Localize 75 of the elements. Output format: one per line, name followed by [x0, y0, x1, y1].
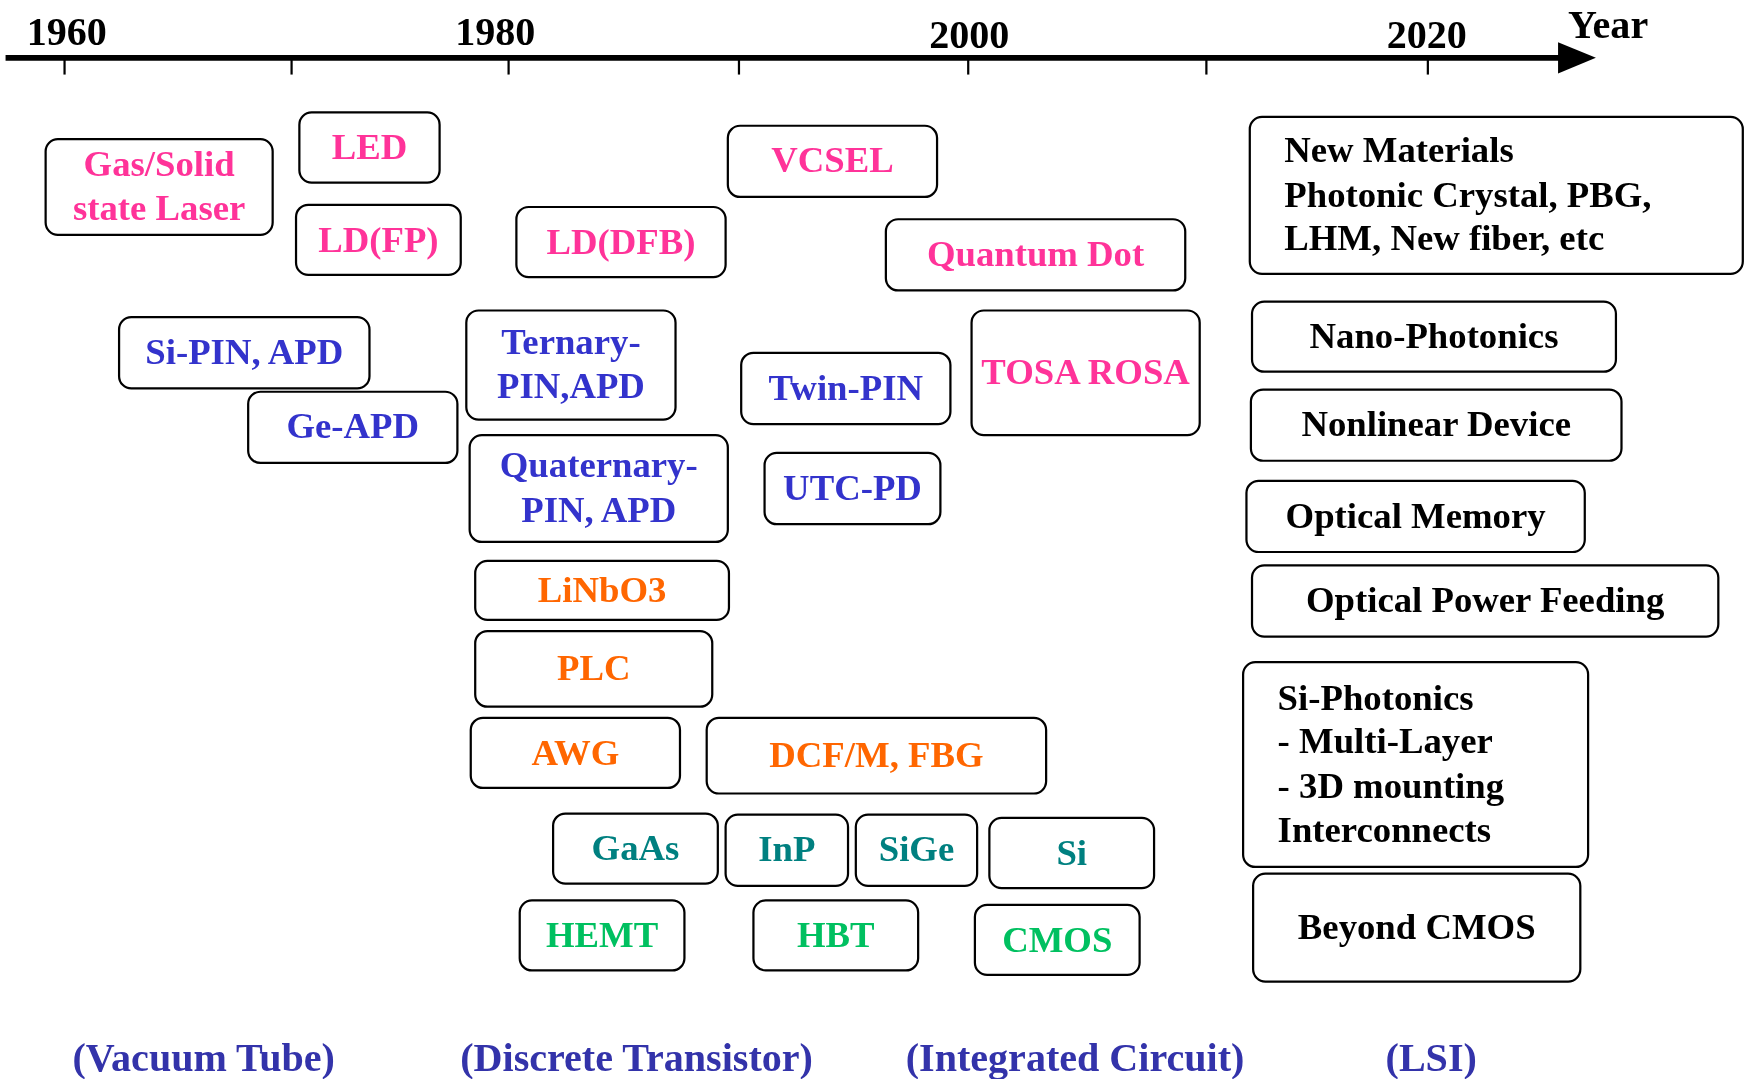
technology-box: [740, 351, 952, 426]
box-text: VCSEL: [771, 139, 894, 183]
technology-box: [763, 451, 942, 526]
technology-box: [1250, 564, 1720, 638]
box-text: Si: [1056, 831, 1088, 875]
box-text: SiGe: [878, 828, 955, 872]
technology-box: [973, 903, 1141, 976]
technology-box: [726, 124, 939, 199]
technology-box: [298, 111, 441, 184]
box-text: HEMT: [545, 913, 659, 957]
box-text: LD(DFB): [546, 220, 696, 264]
box-text: Photonic Crystal, PBG, LHM, New fiber, etc: [1284, 173, 1653, 261]
box-text: Optical Power Feeding: [1305, 579, 1665, 623]
box-text: LED: [331, 125, 408, 169]
box-text: Si-PIN, APD: [145, 330, 344, 374]
box-text: GaAs: [591, 826, 680, 870]
box-heading: New Materials: [1284, 129, 1514, 173]
era-label: (Vacuum Tube): [72, 1037, 335, 1078]
box-text: Ternary-PIN,APD: [495, 321, 646, 409]
box-text: - 3D mounting: [1277, 764, 1505, 808]
technology-box: [552, 812, 719, 885]
year-label: 1980: [455, 11, 536, 52]
box-text: Gas/Solid state Laser: [71, 143, 247, 231]
technology-box: [1250, 300, 1618, 373]
technology-box: [752, 899, 920, 972]
technology-box: [469, 716, 682, 790]
technology-box: [854, 813, 979, 887]
year-label: 2020: [1386, 14, 1467, 55]
technology-box: [1252, 872, 1582, 983]
box-text: InP: [758, 828, 816, 872]
technology-box: [705, 716, 1048, 795]
box-text: Quaternary-PIN, APD: [498, 444, 699, 532]
box-text: - Multi-Layer: [1277, 720, 1493, 764]
box-text: HBT: [797, 913, 875, 957]
box-text: Beyond CMOS: [1297, 905, 1536, 949]
box-text: DCF/M, FBG: [769, 733, 984, 777]
axis-title: Year: [1568, 4, 1649, 45]
technology-box: [44, 138, 274, 236]
technology-box: [294, 203, 462, 276]
box-text: Si-Photonics: [1277, 676, 1474, 720]
technology-box: [117, 316, 371, 390]
era-label: (Integrated Circuit): [905, 1037, 1245, 1078]
era-label: (Discrete Transistor): [460, 1037, 813, 1078]
box-text: LD(FP): [318, 217, 439, 262]
box-text: Nonlinear Device: [1301, 403, 1571, 447]
box-text: Quantum Dot: [926, 232, 1145, 276]
year-label: 1960: [26, 11, 107, 52]
box-text: Interconnects: [1277, 808, 1492, 852]
technology-box: [465, 309, 677, 421]
year-label: 2000: [929, 14, 1010, 55]
technology-box: [247, 390, 459, 465]
box-text: AWG: [531, 730, 620, 774]
technology-box: [474, 629, 714, 708]
technology-box: [474, 559, 731, 621]
technology-box: [988, 816, 1156, 890]
technology-box: [1245, 479, 1586, 554]
technology-box: [970, 309, 1201, 437]
box-text: UTC-PD: [783, 466, 922, 510]
box-text: Twin-PIN: [768, 366, 923, 410]
technology-box: [1242, 661, 1590, 869]
box-text: Nano-Photonics: [1309, 314, 1559, 358]
technology-box: [724, 813, 850, 887]
box-text: Ge-APD: [286, 405, 420, 449]
technology-box: [518, 899, 686, 972]
technology-box: [1249, 388, 1623, 462]
era-label: (LSI): [1385, 1037, 1477, 1078]
box-text: Optical Memory: [1285, 494, 1546, 538]
technology-box: [1248, 115, 1744, 275]
technology-box: [468, 434, 729, 544]
box-text: TOSA ROSA: [981, 350, 1190, 394]
box-text: CMOS: [1002, 917, 1113, 961]
technology-box: [884, 218, 1187, 292]
box-text: PLC: [557, 646, 631, 690]
box-text: LiNbO3: [537, 568, 667, 612]
technology-box: [515, 205, 727, 279]
